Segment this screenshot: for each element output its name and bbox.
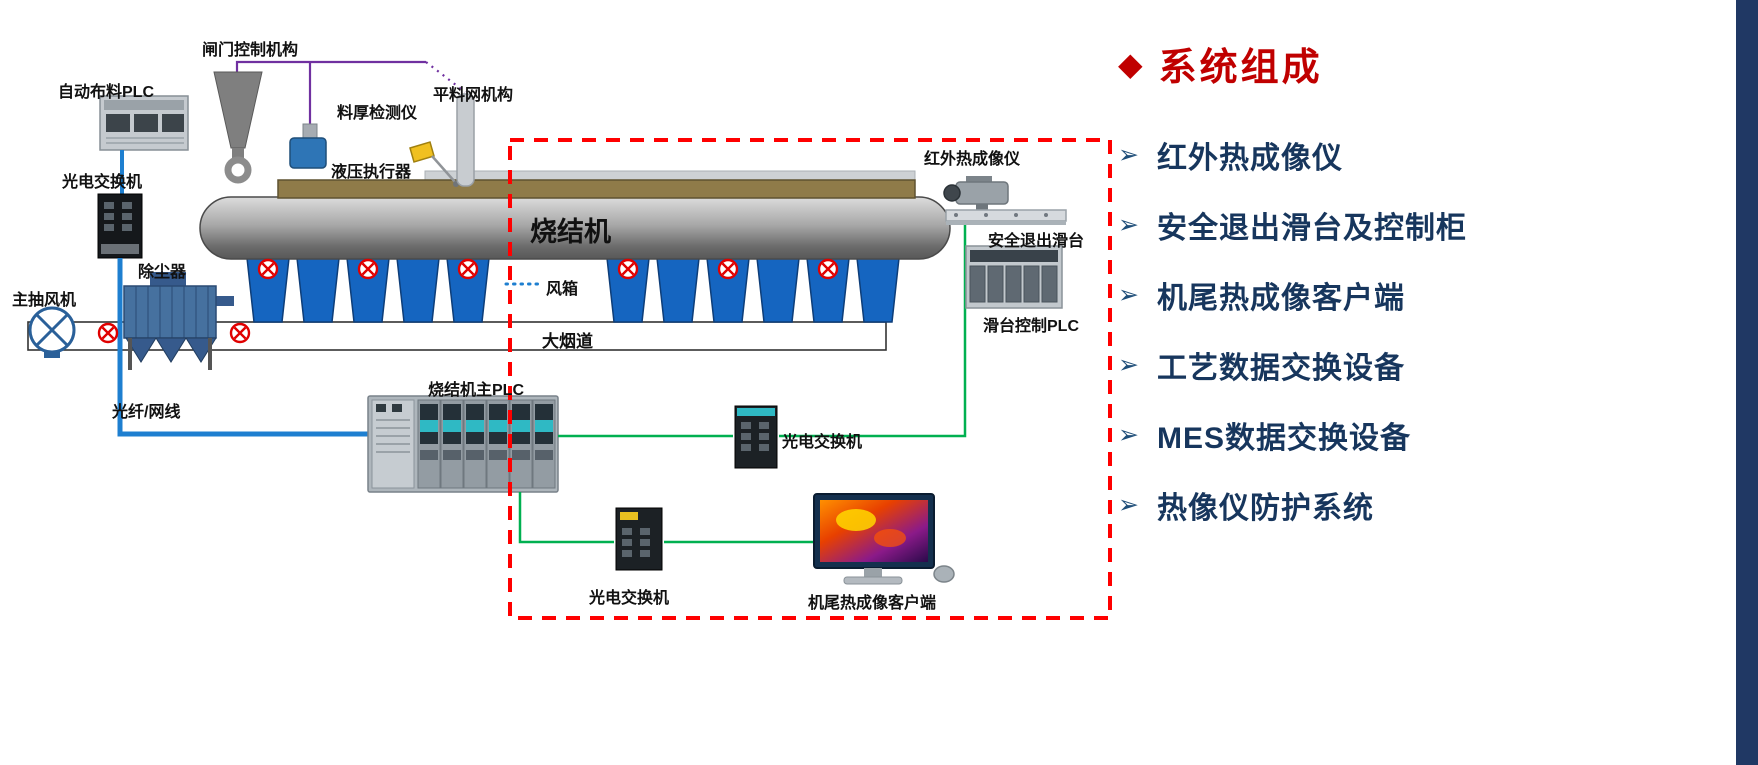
section-title-text: 系统组成 — [1158, 47, 1323, 89]
main-exhaust-fan-icon — [28, 306, 76, 358]
arrow-bullet-icon: ➢ — [1118, 490, 1139, 519]
section-title: ◆ 系统组成 — [1118, 36, 1708, 91]
label-main-flue: 大烟道 — [542, 332, 593, 351]
system-item-process-data: ➢ 工艺数据交换设备 — [1118, 343, 1708, 387]
mouse-icon — [933, 565, 955, 583]
label-safe-exit-slide: 安全退出滑台 — [988, 233, 1085, 250]
optical-switch-left-device — [97, 193, 143, 259]
label-wind-box: 风箱 — [546, 281, 579, 298]
green-network-lines — [518, 224, 967, 544]
wind-boxes — [246, 257, 900, 323]
exit-slide-rail — [945, 209, 1067, 225]
label-gate-control: 闸门控制机构 — [202, 42, 299, 59]
label-fiber-network: 光纤/网线 — [112, 404, 181, 421]
system-item-infrared-imager: ➢ 红外热成像仪 — [1118, 133, 1708, 177]
gate-control-lines — [235, 60, 466, 126]
client-monitor — [813, 493, 935, 585]
slide-control-plc-device — [965, 245, 1063, 309]
arrow-bullet-icon: ➢ — [1118, 210, 1139, 239]
label-optical-switch-mid: 光电交换机 — [782, 434, 863, 451]
label-sinter-machine: 烧结机 — [530, 217, 611, 247]
label-slide-control-plc: 滑台控制PLC — [983, 318, 1080, 335]
system-item-protection: ➢ 热像仪防护系统 — [1118, 483, 1708, 527]
label-dust-collector: 除尘器 — [138, 264, 187, 281]
system-item-label: 工艺数据交换设备 — [1156, 352, 1405, 385]
label-optical-switch-left: 光电交换机 — [62, 174, 143, 191]
system-item-label: MES数据交换设备 — [1156, 422, 1411, 455]
label-thickness-detector: 料厚检测仪 — [337, 105, 418, 122]
thickness-sensor-device — [409, 141, 459, 187]
system-item-exit-slide: ➢ 安全退出滑台及控制柜 — [1118, 203, 1708, 247]
label-optical-switch-bottom: 光电交换机 — [589, 590, 670, 607]
system-item-label: 红外热成像仪 — [1156, 142, 1343, 175]
system-item-label: 热像仪防护系统 — [1156, 492, 1374, 525]
label-auto-feed-plc: 自动布料PLC — [58, 84, 155, 101]
thermal-camera-device — [943, 176, 1009, 210]
label-infrared-imager: 红外热成像仪 — [924, 151, 1021, 168]
arrow-bullet-icon: ➢ — [1118, 140, 1139, 169]
diamond-bullet-icon: ◆ — [1118, 45, 1143, 82]
right-accent-bar — [1736, 0, 1758, 765]
material-bed — [277, 170, 916, 199]
optical-switch-bottom-device — [615, 507, 663, 571]
arrow-bullet-icon: ➢ — [1118, 350, 1139, 379]
optical-switch-mid-device — [734, 405, 778, 469]
system-item-tail-client: ➢ 机尾热成像客户端 — [1118, 273, 1708, 317]
label-tail-thermal-client: 机尾热成像客户端 — [808, 595, 937, 612]
system-composition-panel: ◆ 系统组成 ➢ 红外热成像仪 ➢ 安全退出滑台及控制柜 ➢ 机尾热成像客户端 … — [1118, 36, 1708, 553]
fiber-network-line — [117, 258, 368, 437]
gate-hopper-device — [213, 71, 263, 184]
dust-collector-device — [123, 272, 234, 370]
arrow-bullet-icon: ➢ — [1118, 280, 1139, 309]
label-hydraulic-actuator: 液压执行器 — [331, 164, 412, 181]
hydraulic-actuator-device — [289, 123, 327, 169]
label-main-exhaust-fan: 主抽风机 — [12, 292, 77, 309]
red-dashed-boundary — [508, 138, 1112, 620]
arrow-bullet-icon: ➢ — [1118, 420, 1139, 449]
system-item-label: 安全退出滑台及控制柜 — [1156, 212, 1467, 245]
auto-feed-plc-device — [99, 95, 189, 151]
leveling-plate-device — [456, 93, 475, 187]
sinter-main-plc-device — [367, 395, 559, 493]
system-item-mes-data: ➢ MES数据交换设备 — [1118, 413, 1708, 457]
system-item-label: 机尾热成像客户端 — [1156, 282, 1405, 315]
label-leveling-net: 平料网机构 — [433, 87, 514, 104]
label-sinter-main-plc: 烧结机主PLC — [428, 382, 525, 399]
